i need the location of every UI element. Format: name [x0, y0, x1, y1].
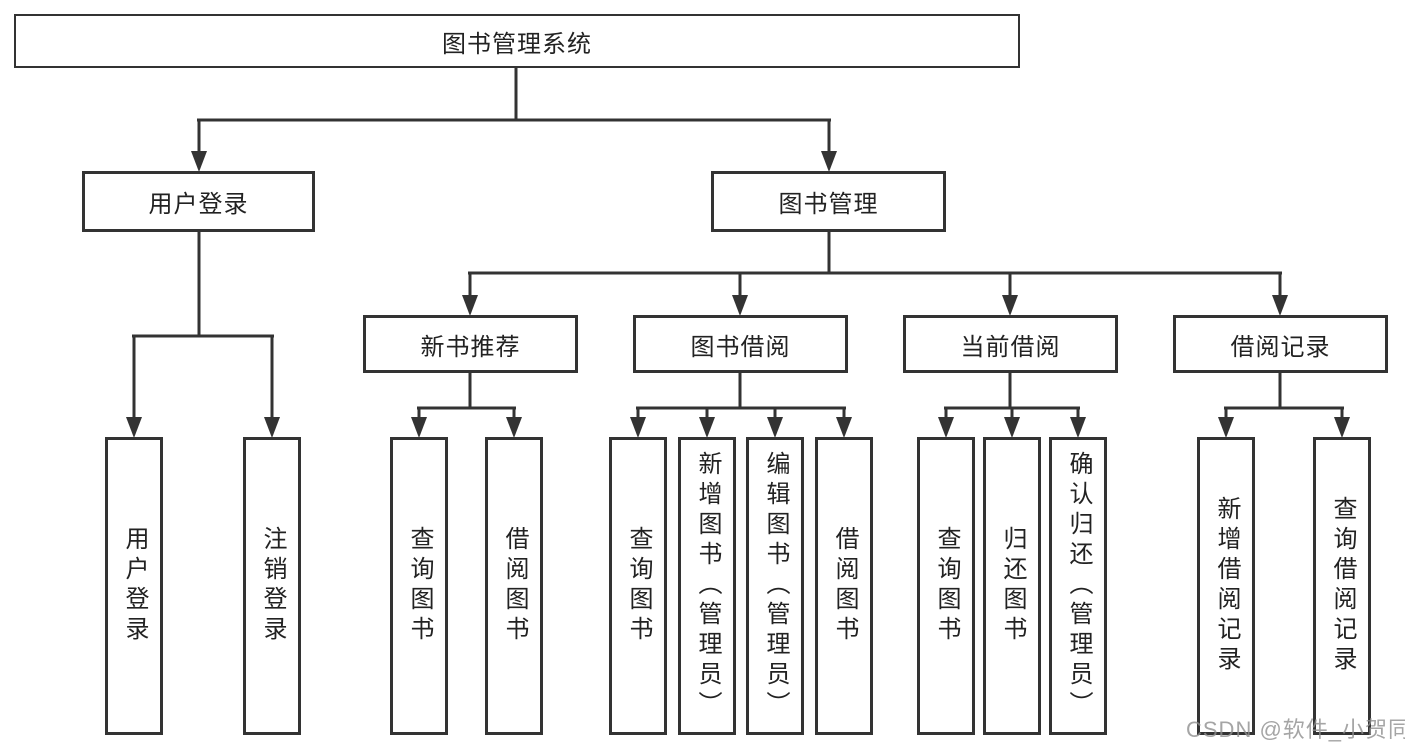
- leaf-records-query-record: 查询借阅记录: [1313, 437, 1371, 735]
- leaf-borrow-edit-books-admin: 编辑图书（管理员）: [746, 437, 804, 735]
- leaf-borrow-add-books-admin: 新增图书（管理员）: [678, 437, 736, 735]
- leaf-recommend-query-books: 查询图书: [390, 437, 448, 735]
- leaf-records-add-record: 新增借阅记录: [1197, 437, 1255, 735]
- node-library-management-system: 图书管理系统: [14, 14, 1020, 68]
- node-current-borrowing: 当前借阅: [903, 315, 1118, 373]
- node-book-borrowing: 图书借阅: [633, 315, 848, 373]
- csdn-watermark: CSDN @软件_小贺同学: [1186, 717, 1405, 742]
- node-new-book-recommendation: 新书推荐: [363, 315, 578, 373]
- leaf-current-query-books: 查询图书: [917, 437, 975, 735]
- leaf-current-return-books: 归还图书: [983, 437, 1041, 735]
- node-book-management: 图书管理: [711, 171, 946, 232]
- leaf-user-login: 用户登录: [105, 437, 163, 735]
- leaf-borrow-borrow-books: 借阅图书: [815, 437, 873, 735]
- leaf-current-confirm-return-admin: 确认归还（管理员）: [1049, 437, 1107, 735]
- node-borrowing-records: 借阅记录: [1173, 315, 1388, 373]
- leaf-logout: 注销登录: [243, 437, 301, 735]
- leaf-borrow-query-books: 查询图书: [609, 437, 667, 735]
- leaf-recommend-borrow-books: 借阅图书: [485, 437, 543, 735]
- node-user-login: 用户登录: [82, 171, 315, 232]
